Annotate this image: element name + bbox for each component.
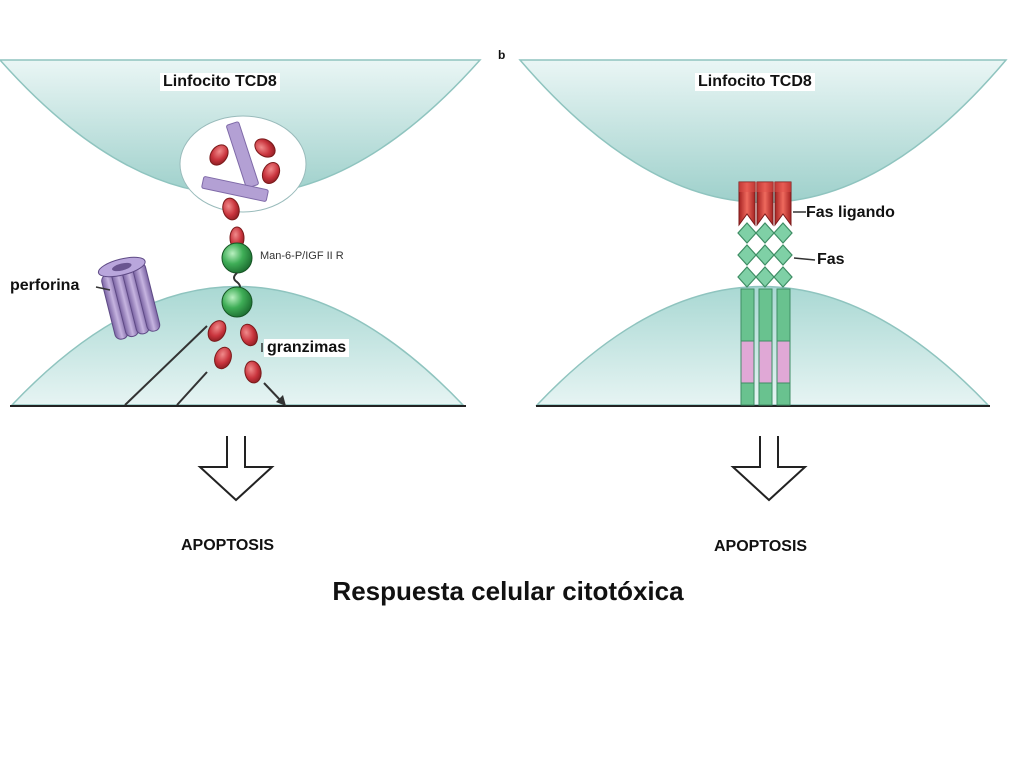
granzymes-label: granzimas bbox=[264, 339, 350, 357]
pathway-arrow bbox=[263, 382, 283, 403]
receptor-ball-bottom bbox=[221, 286, 253, 318]
receptor-ball-top bbox=[221, 242, 253, 274]
granzyme-molecules-target bbox=[207, 320, 262, 384]
perforin-label: perforina bbox=[10, 277, 80, 294]
receptor-label: Man-6-P/IGF II R bbox=[260, 250, 344, 262]
proteoglycan-rod-2 bbox=[201, 176, 269, 202]
lymphocyte-label-b: Linfocito TCD8 bbox=[695, 73, 815, 91]
pathway-line bbox=[176, 371, 208, 406]
panel-b-letter: b bbox=[498, 48, 506, 62]
down-arrow-a bbox=[197, 436, 275, 502]
perforin-leader-line bbox=[95, 286, 111, 291]
pathway-line bbox=[124, 325, 208, 406]
pathway-arrowhead bbox=[276, 395, 286, 406]
granzyme-dot bbox=[254, 138, 276, 158]
down-arrow-b bbox=[730, 436, 808, 502]
fas-ligand-label: Fas ligando bbox=[806, 204, 895, 221]
fas-ligand-trimer bbox=[738, 181, 792, 227]
panel-b bbox=[518, 59, 1008, 502]
granzyme-dot bbox=[261, 161, 281, 185]
granzyme-dot bbox=[207, 320, 227, 342]
perforin-pore bbox=[97, 256, 161, 340]
granzyme-dot bbox=[214, 346, 232, 370]
apoptosis-label-b: APOPTOSIS bbox=[714, 538, 808, 555]
lymphocyte-label-a: Linfocito TCD8 bbox=[160, 73, 280, 91]
apoptosis-label-a: APOPTOSIS bbox=[181, 537, 275, 554]
fas-intracellular-domains bbox=[740, 288, 791, 406]
panel-a bbox=[0, 59, 482, 502]
fas-leader-line bbox=[793, 257, 816, 261]
granzyme-dot bbox=[240, 323, 258, 347]
granzyme-dot bbox=[222, 197, 240, 221]
fas-receptor-trimer bbox=[737, 222, 793, 288]
figure-caption: Respuesta celular citotóxica bbox=[332, 576, 684, 606]
granzyme-molecules-vesicle bbox=[209, 138, 281, 185]
granzyme-dot bbox=[244, 360, 262, 384]
granzyme-dot bbox=[209, 144, 229, 166]
fas-label: Fas bbox=[817, 251, 845, 268]
